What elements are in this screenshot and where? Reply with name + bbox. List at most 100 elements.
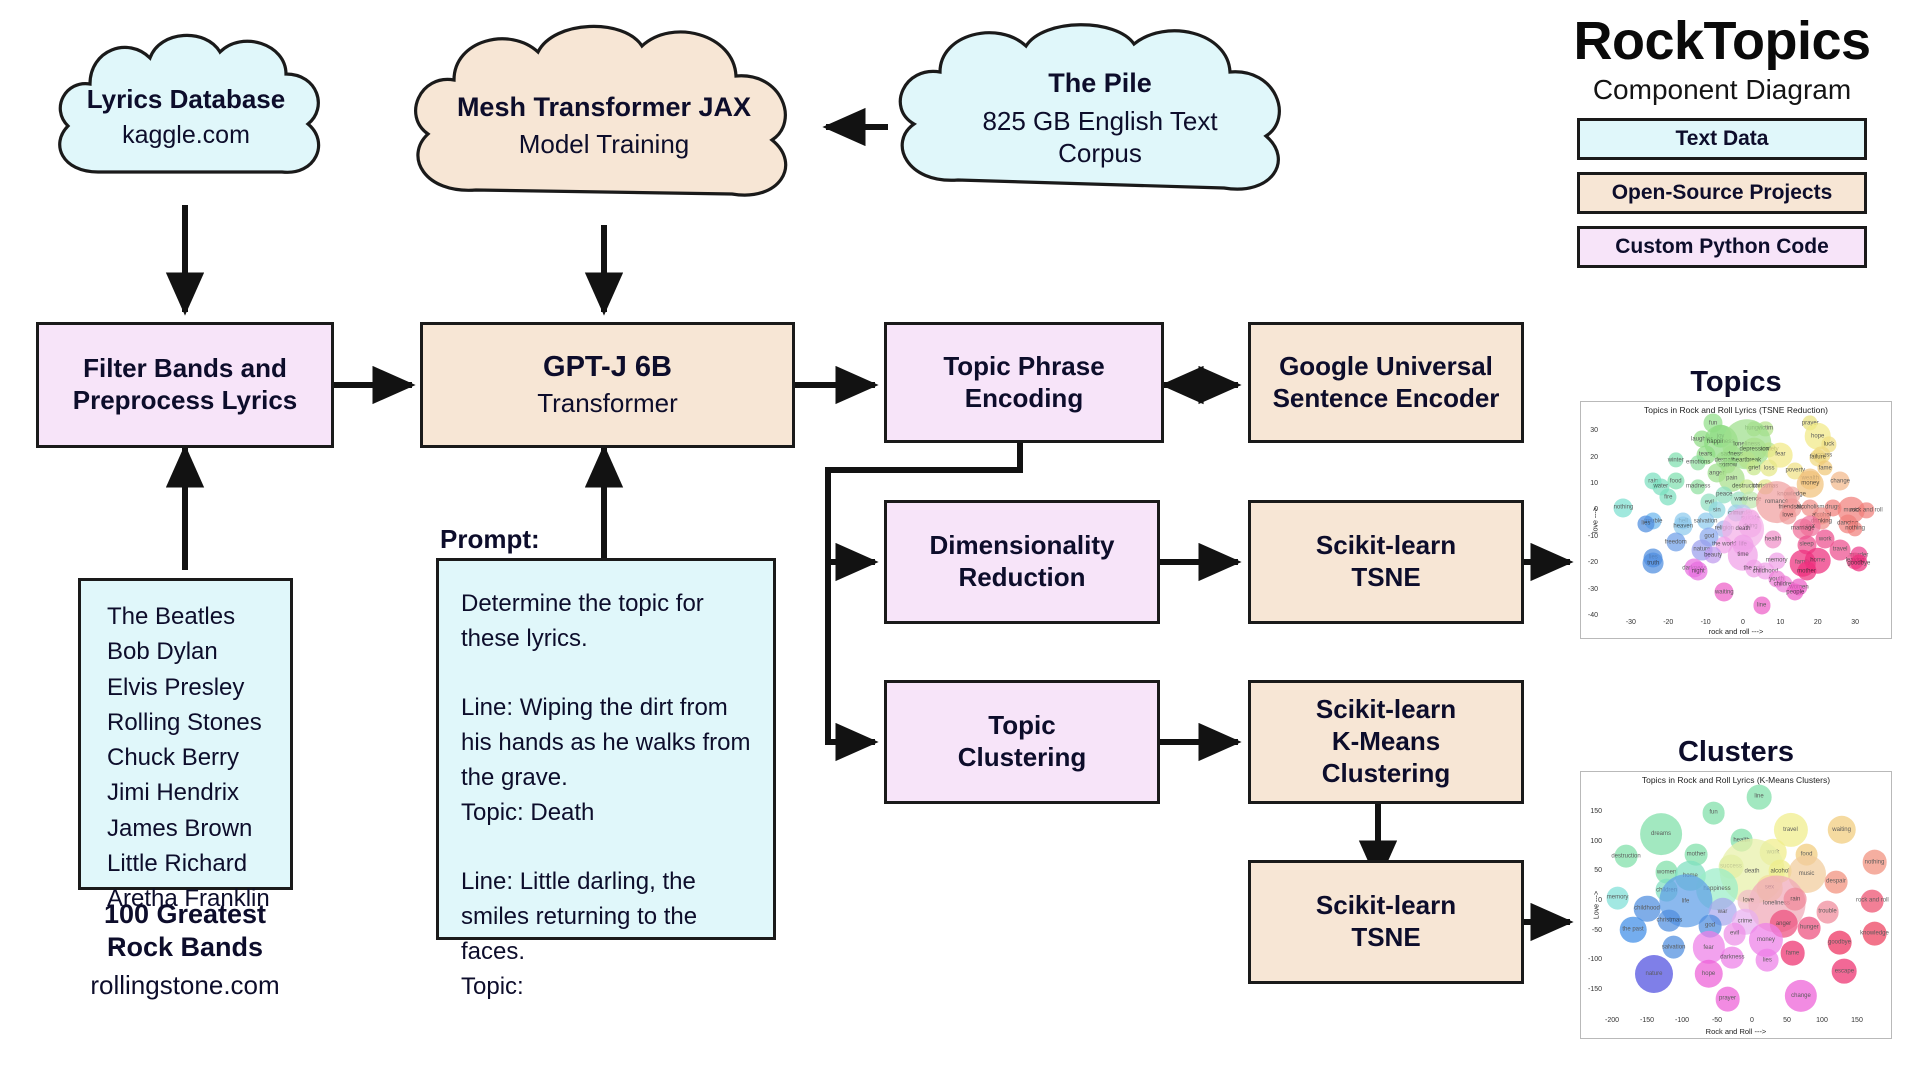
- scatter-point: destruction: [1732, 479, 1761, 495]
- scatter-point-label: evil: [1704, 499, 1714, 506]
- scatter-point: lies: [1755, 949, 1779, 972]
- scatter-point-label: heaven: [1673, 523, 1694, 530]
- y-tick: -100: [1587, 956, 1602, 964]
- scatter-point-label: waiting: [1832, 826, 1851, 833]
- x-tick: 100: [1816, 1017, 1828, 1024]
- y-tick: 20: [1590, 453, 1598, 461]
- x-tick: 50: [1783, 1017, 1791, 1024]
- node-sklearn-tsne-1[interactable]: Scikit-learn TSNE: [1248, 500, 1524, 624]
- band-list-item: Aretha Franklin: [107, 885, 270, 913]
- node-sklearn-tsne-2[interactable]: Scikit-learn TSNE: [1248, 860, 1524, 984]
- y-tick: 30: [1590, 427, 1598, 435]
- scatter-point-label: fear: [1703, 944, 1714, 951]
- scatter-point-label: fire: [1664, 494, 1673, 501]
- scatter-point: trouble: [1816, 900, 1839, 924]
- y-axis-label: Love --->: [1593, 890, 1601, 920]
- scatter-point-label: tears: [1698, 451, 1713, 458]
- scatter-point-label: memory: [1606, 895, 1629, 902]
- scatter-point-label: destruction: [1732, 483, 1762, 490]
- scatter-point-label: fun: [1708, 420, 1718, 427]
- scatter-point-label: happiness: [1706, 438, 1735, 445]
- legend-label: Custom Python Code: [1615, 235, 1829, 258]
- x-tick: -200: [1604, 1017, 1619, 1024]
- scatter-point-label: children: [1773, 581, 1795, 588]
- scatter-point: nothing: [1845, 521, 1865, 537]
- scatter-point-label: violence: [1739, 496, 1762, 503]
- x-tick: 20: [1813, 619, 1822, 626]
- band-list-item: Chuck Berry: [107, 744, 240, 772]
- scatter-point: rock and roll: [1856, 889, 1889, 913]
- scatter-point: rock and roll: [1850, 502, 1883, 518]
- node-topic-phrase-encoding[interactable]: Topic Phrase Encoding: [884, 322, 1164, 443]
- legend-item-open-source-projects: Open-Source Projects: [1577, 172, 1867, 214]
- scatter-point: beauty: [1704, 546, 1722, 564]
- scatter-point: change: [1830, 471, 1850, 491]
- scatter-point-label: water: [1653, 483, 1669, 490]
- scatter-point-label: loss: [1763, 465, 1775, 472]
- scatter-point: people: [1786, 583, 1805, 601]
- scatter-point: truth: [1642, 552, 1664, 574]
- scatter-point-label: alcohol: [1770, 868, 1790, 875]
- node-dimensionality-reduction[interactable]: Dimensionality Reduction: [884, 500, 1160, 624]
- scatter-point-label: god: [1704, 922, 1716, 929]
- scatter-point-label: mother: [1686, 851, 1706, 858]
- y-axis-label: love --->: [1592, 507, 1600, 533]
- cloud-title: Mesh Transformer JAX: [456, 91, 752, 122]
- scatter-point-label: love: [1742, 897, 1755, 904]
- x-tick: -10: [1700, 619, 1711, 626]
- x-tick: 30: [1851, 619, 1859, 626]
- scatter-point-label: goodbye: [1847, 560, 1871, 567]
- scatter-point: mother: [1797, 561, 1817, 581]
- scatter-point-label: fun: [1709, 809, 1718, 816]
- scatter-point-label: people: [1786, 589, 1805, 596]
- scatter-point-label: women: [1656, 869, 1677, 876]
- node-subtitle: Transformer: [537, 388, 678, 419]
- scatter-point-label: depression: [1739, 446, 1769, 453]
- scatter-point: fire: [1659, 488, 1677, 506]
- y-tick: -150: [1587, 986, 1602, 994]
- scatter-point-label: dancing: [1837, 520, 1859, 527]
- scatter-point-label: freedom: [1664, 539, 1687, 546]
- scatter-point: memory: [1765, 552, 1788, 570]
- prompt-textbox[interactable]: Determine the topic for these lyrics. Li…: [436, 558, 776, 1000]
- legend-label: Text Data: [1675, 127, 1769, 150]
- scatter-point-label: death: [1735, 525, 1751, 532]
- node-sklearn-kmeans-clustering[interactable]: Scikit-learn K-Means Clustering: [1248, 680, 1524, 804]
- band-list-item: Rolling Stones: [107, 708, 262, 736]
- node-topic-clustering[interactable]: Topic Clustering: [884, 680, 1160, 804]
- scatter-point-label: line: [1757, 602, 1767, 609]
- scatter-point: fear: [1692, 931, 1725, 964]
- y-tick: 0: [1598, 897, 1602, 904]
- scatter-point-label: despair: [1826, 878, 1846, 885]
- scatter-point-label: heartbreak: [1732, 457, 1762, 464]
- scatter-point-label: christmas: [1656, 917, 1683, 924]
- node-google-universal-sentence-encoder[interactable]: Google Universal Sentence Encoder: [1248, 322, 1524, 443]
- scatter-point-label: food: [1801, 852, 1813, 858]
- scatter-point-label: destruction: [1611, 853, 1641, 860]
- scatter-point: travel: [1829, 539, 1851, 561]
- scatter-point: madness: [1686, 479, 1710, 495]
- scatter-point-label: memory: [1765, 557, 1788, 564]
- node-gptj[interactable]: GPT-J 6B Transformer: [420, 322, 795, 448]
- scatter-point-label: lies: [1762, 957, 1772, 964]
- scatter-point-label: the world: [1712, 541, 1737, 548]
- x-tick: -30: [1625, 619, 1636, 626]
- band-list-item: Jimi Hendrix: [107, 779, 240, 807]
- node-filter-bands[interactable]: Filter Bands and Preprocess Lyrics: [36, 322, 334, 448]
- scatter-point-label: luck: [1823, 441, 1835, 448]
- scatter-point: evil: [1723, 922, 1746, 946]
- scatter-point: line: [1753, 596, 1771, 614]
- scatter-point-label: hunger: [1800, 924, 1819, 931]
- cloud-mesh-transformer-jax: Mesh Transformer JAX Model Training: [384, 18, 824, 233]
- band-list-item: Little Richard: [107, 849, 248, 877]
- scatter-point: heaven: [1673, 516, 1694, 536]
- node-title: Scikit-learn TSNE: [1315, 890, 1457, 952]
- scatter-point: grief: [1746, 460, 1762, 476]
- scatter-point-label: grief: [1748, 465, 1761, 472]
- x-tick: -50: [1711, 1017, 1723, 1024]
- scatter-point-label: music: [1843, 507, 1860, 514]
- scatter-point: night: [1688, 561, 1708, 581]
- scatter-point-label: peace: [1716, 491, 1733, 498]
- scatter-point-label: fame: [1818, 465, 1832, 472]
- legend-item-text-data: Text Data: [1577, 118, 1867, 160]
